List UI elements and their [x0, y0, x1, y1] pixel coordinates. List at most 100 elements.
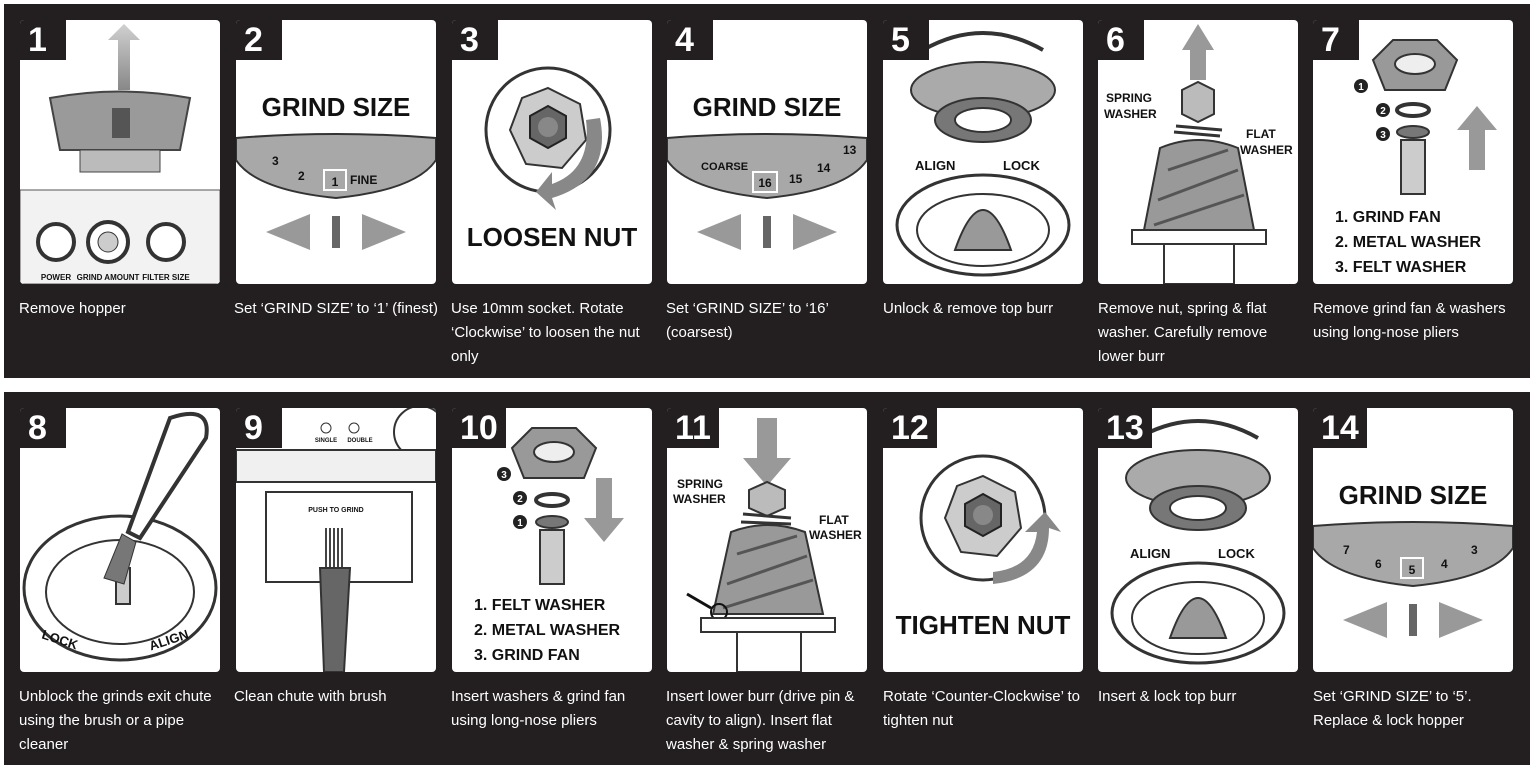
spring-washer-label: SPRING [1106, 91, 1152, 105]
spring-washer-label: WASHER [673, 492, 726, 506]
right-arrow-icon [793, 214, 837, 250]
parts-list-item: 3. GRIND FAN [474, 647, 580, 664]
align-label: ALIGN [1130, 546, 1170, 561]
step-number: 14 [1313, 408, 1367, 448]
step-number: 5 [883, 20, 929, 60]
step-number: 7 [1313, 20, 1359, 60]
brush-chute-illustration: LOCK ALIGN [22, 412, 218, 662]
dial-number: 3 [272, 154, 279, 168]
step-2-panel: GRIND SIZE 3 2 1 FINE 2 [236, 20, 436, 284]
grind-dial-illustration: GRIND SIZE 7 6 5 4 3 [1313, 480, 1513, 638]
step-1-caption: Remove hopper [19, 300, 126, 317]
step-11-caption: Insert lower burr (drive pin & cavity to… [666, 688, 855, 753]
parts-list-item: 2. METAL WASHER [474, 622, 621, 639]
step-10-panel: 3 2 1 1. FELT WASHER 2. METAL WASHER 3. … [452, 408, 652, 672]
dial-selected-number: 16 [758, 176, 772, 190]
down-arrow-icon [743, 418, 791, 486]
grind-fan-illustration: 3 2 1 1. FELT WASHER 2. METAL WASHER 3. … [474, 427, 624, 664]
step-5-panel: ALIGN LOCK 5 [883, 20, 1083, 284]
push-to-grind-label: PUSH TO GRIND [308, 507, 364, 514]
badge-number: 1 [1358, 82, 1364, 93]
counter-clockwise-arrow-icon [993, 512, 1061, 584]
step-number: 11 [667, 408, 719, 448]
step-number: 8 [20, 408, 66, 448]
parts-list-item: 2. METAL WASHER [1335, 234, 1482, 251]
step-3-caption: Use 10mm socket. Rotate ‘Clockwise’ to l… [451, 300, 640, 365]
dial-word: COARSE [701, 161, 748, 173]
step-14-panel: GRIND SIZE 7 6 5 4 3 14 [1313, 408, 1513, 672]
badge-number: 1 [517, 518, 523, 529]
up-arrow-icon [1457, 106, 1497, 170]
loosen-nut-heading: LOOSEN NUT [467, 222, 638, 252]
step-number: 12 [883, 408, 937, 448]
step-6-panel: SPRING WASHER FLAT WASHER 6 [1098, 20, 1298, 284]
badge-number: 2 [517, 494, 523, 505]
dial-number: 2 [298, 169, 305, 183]
parts-list-item: 1. FELT WASHER [474, 597, 606, 614]
step-8-caption: Unblock the grinds exit chute using the … [19, 688, 212, 753]
top-burr-illustration: ALIGN LOCK [1110, 419, 1286, 665]
step-number: 10 [452, 408, 506, 448]
step-11-panel: SPRING WASHER FLAT WASHER 11 [667, 408, 867, 672]
parts-list-item: 3. FELT WASHER [1335, 259, 1467, 276]
lower-burr-insert-illustration: SPRING WASHER FLAT WASHER [673, 418, 862, 672]
dial-selected-number: 1 [332, 175, 339, 189]
grind-size-heading: GRIND SIZE [693, 92, 842, 122]
step-7-caption: Remove grind fan & washers using long-no… [1313, 300, 1506, 341]
hopper-illustration: POWER GRIND AMOUNT FILTER SIZE [20, 24, 220, 284]
flat-washer-label: WASHER [1240, 143, 1293, 157]
lock-label: LOCK [1218, 546, 1255, 561]
flat-washer-label: FLAT [819, 513, 849, 527]
step-number: 2 [236, 20, 282, 60]
dial-selected-number: 5 [1409, 563, 1416, 577]
step-number: 4 [667, 20, 713, 60]
up-arrow-icon [108, 24, 140, 90]
step-4-panel: GRIND SIZE COARSE 16 15 14 13 4 [667, 20, 867, 284]
spring-washer-label: WASHER [1104, 107, 1157, 121]
step-7-panel: 1 2 3 1. GRIND FAN 2. METAL WASHER 3. FE… [1313, 20, 1513, 284]
single-label: SINGLE [315, 438, 337, 444]
dial-number: 15 [789, 172, 803, 186]
step-2-caption: Set ‘GRIND SIZE’ to ‘1’ (finest) [234, 300, 438, 317]
grind-dial-illustration: GRIND SIZE 3 2 1 FINE [236, 92, 436, 250]
clockwise-arrow-icon [536, 118, 602, 210]
chute-brush-illustration: SINGLE DOUBLE PUSH TO GRIND [236, 408, 436, 672]
grind-amount-label: GRIND AMOUNT [77, 273, 140, 282]
step-13-caption: Insert & lock top burr [1098, 688, 1237, 705]
step-12-panel: TIGHTEN NUT 12 [883, 408, 1083, 672]
step-10-caption: Insert washers & grind fan using long-no… [451, 688, 626, 729]
right-arrow-icon [362, 214, 406, 250]
lower-burr-illustration: SPRING WASHER FLAT WASHER [1104, 24, 1293, 284]
left-arrow-icon [697, 214, 741, 250]
badge-number: 3 [501, 470, 507, 481]
step-13-panel: ALIGN LOCK 13 [1098, 408, 1298, 672]
step-1-panel: POWER GRIND AMOUNT FILTER SIZE 1 [20, 20, 220, 284]
grind-size-heading: GRIND SIZE [1339, 480, 1488, 510]
double-label: DOUBLE [347, 438, 372, 444]
step-number: 13 [1098, 408, 1152, 448]
dial-number: 6 [1375, 557, 1382, 571]
step-number: 6 [1098, 20, 1144, 60]
left-arrow-icon [266, 214, 310, 250]
dial-number: 4 [1441, 557, 1448, 571]
dial-word: FINE [350, 173, 377, 187]
dial-number: 3 [1471, 543, 1478, 557]
filter-size-label: FILTER SIZE [142, 273, 190, 282]
step-6-caption: Remove nut, spring & flat washer. Carefu… [1098, 300, 1268, 365]
socket-illustration: LOOSEN NUT [467, 66, 638, 252]
badge-number: 2 [1380, 106, 1386, 117]
power-label: POWER [41, 273, 71, 282]
flat-washer-label: WASHER [809, 528, 862, 542]
dial-number: 13 [843, 143, 857, 157]
align-label: ALIGN [915, 158, 955, 173]
socket-illustration: TIGHTEN NUT [896, 454, 1071, 640]
step-9-panel: SINGLE DOUBLE PUSH TO GRIND 9 [236, 408, 436, 672]
left-arrow-icon [1343, 602, 1387, 638]
tighten-nut-heading: TIGHTEN NUT [896, 610, 1071, 640]
grind-size-heading: GRIND SIZE [262, 92, 411, 122]
badge-number: 3 [1380, 130, 1386, 141]
grind-dial-illustration: GRIND SIZE COARSE 16 15 14 13 [667, 92, 867, 250]
up-arrow-icon [1182, 24, 1214, 80]
right-arrow-icon [1439, 602, 1483, 638]
lock-label: LOCK [1003, 158, 1040, 173]
